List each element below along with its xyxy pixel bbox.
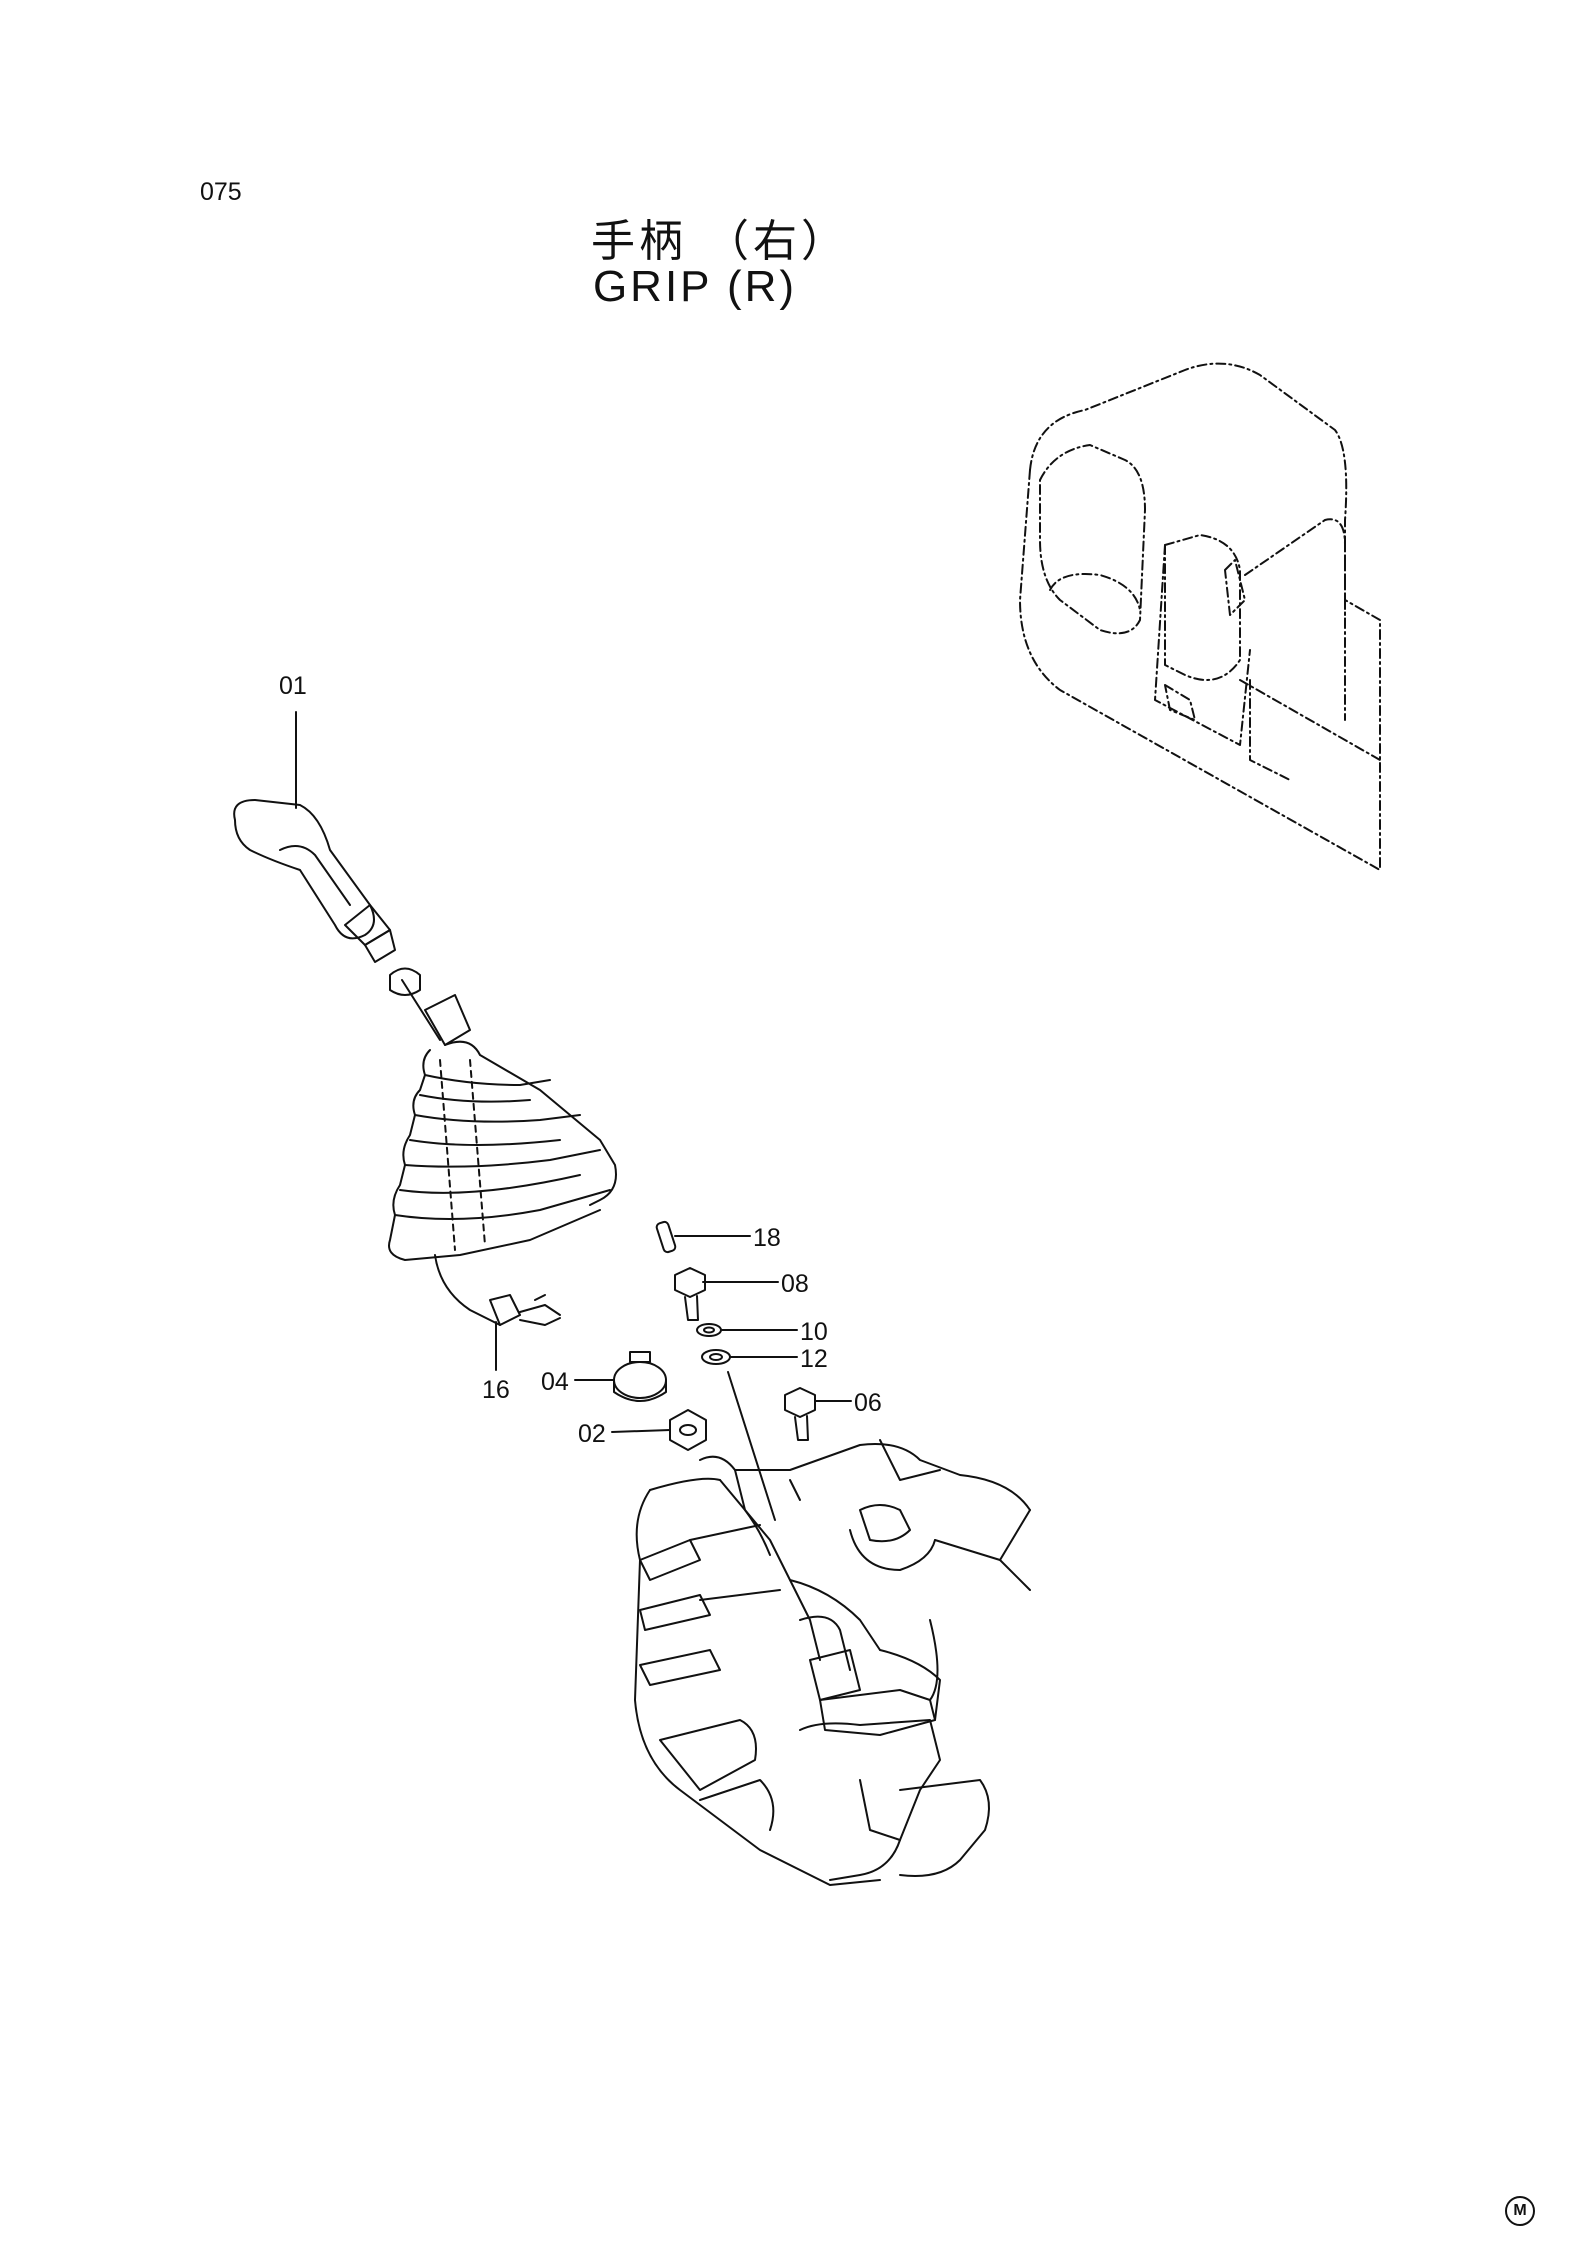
registered-mark: M xyxy=(1505,2196,1535,2226)
callout-06: 06 xyxy=(854,1389,882,1417)
title-japanese: 手柄 （右） xyxy=(591,216,849,267)
band-04 xyxy=(613,1351,667,1402)
title-english: GRIP (R) xyxy=(592,262,798,311)
bolt-08 xyxy=(674,1267,706,1321)
pin-18 xyxy=(655,1220,677,1254)
rubber-boot xyxy=(388,1040,617,1326)
cab-illustration xyxy=(1019,362,1381,871)
washer-12 xyxy=(701,1349,731,1365)
callout-02: 02 xyxy=(578,1420,606,1448)
callout-12: 12 xyxy=(800,1345,828,1373)
leader-lines xyxy=(295,711,852,1521)
bolt-06 xyxy=(784,1387,816,1441)
wire-connector xyxy=(489,1294,561,1326)
callout-16: 16 xyxy=(482,1376,510,1404)
page-number: 075 xyxy=(200,178,242,206)
callout-08: 08 xyxy=(781,1270,809,1298)
washer-10 xyxy=(696,1323,722,1337)
callout-10: 10 xyxy=(800,1318,828,1346)
grip-lever xyxy=(233,799,471,1046)
callout-18: 18 xyxy=(753,1224,781,1252)
pilot-valve-base xyxy=(634,1439,1031,1886)
callout-01: 01 xyxy=(279,672,307,700)
nut-02 xyxy=(669,1409,707,1451)
callout-04: 04 xyxy=(541,1368,569,1396)
